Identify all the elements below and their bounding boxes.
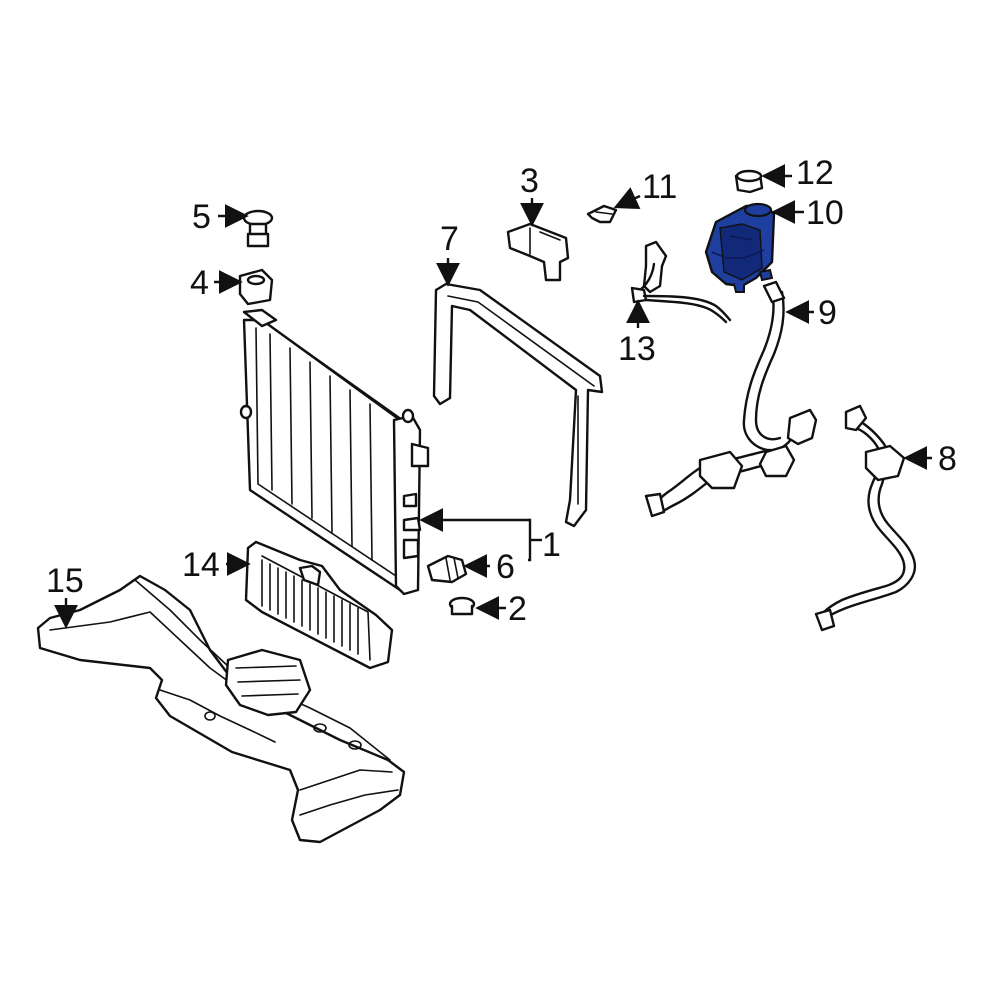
- upper-hose-part[interactable]: [644, 280, 818, 518]
- lower-hose-part[interactable]: [814, 404, 917, 632]
- fan-shroud-part[interactable]: [432, 282, 604, 528]
- callout-7: 7: [440, 220, 459, 258]
- clip-part[interactable]: [586, 204, 618, 224]
- callout-12: 12: [796, 154, 834, 192]
- callout-9: 9: [818, 294, 837, 332]
- callout-11: 11: [642, 168, 677, 206]
- callout-labels: 1 2 3 4 5 6 7 8 9 10 11 12 13 14 15: [46, 154, 957, 628]
- bracket-part[interactable]: [506, 222, 570, 282]
- callout-15: 15: [46, 562, 84, 600]
- drain-plug-part[interactable]: [426, 554, 468, 584]
- callout-10: 10: [806, 194, 844, 232]
- coolant-reservoir-part[interactable]: [704, 202, 776, 293]
- callout-1: 1: [542, 526, 561, 564]
- callout-3: 3: [520, 162, 539, 200]
- reservoir-cap-part[interactable]: [734, 169, 764, 194]
- callout-2: 2: [508, 590, 527, 628]
- air-duct-part[interactable]: [36, 574, 406, 844]
- callout-13: 13: [618, 330, 656, 368]
- callout-6: 6: [496, 548, 515, 586]
- callout-5: 5: [192, 198, 211, 236]
- callout-4: 4: [190, 264, 209, 302]
- grommet-part[interactable]: [448, 596, 476, 616]
- radiator-part[interactable]: [239, 308, 430, 596]
- mount-part[interactable]: [238, 268, 274, 306]
- leader-lines: [54, 164, 932, 629]
- bleed-hose-part[interactable]: [630, 240, 732, 324]
- callout-14: 14: [182, 546, 220, 584]
- grille-part[interactable]: [244, 540, 394, 670]
- callout-8: 8: [938, 440, 957, 478]
- push-pin-part[interactable]: [242, 209, 274, 248]
